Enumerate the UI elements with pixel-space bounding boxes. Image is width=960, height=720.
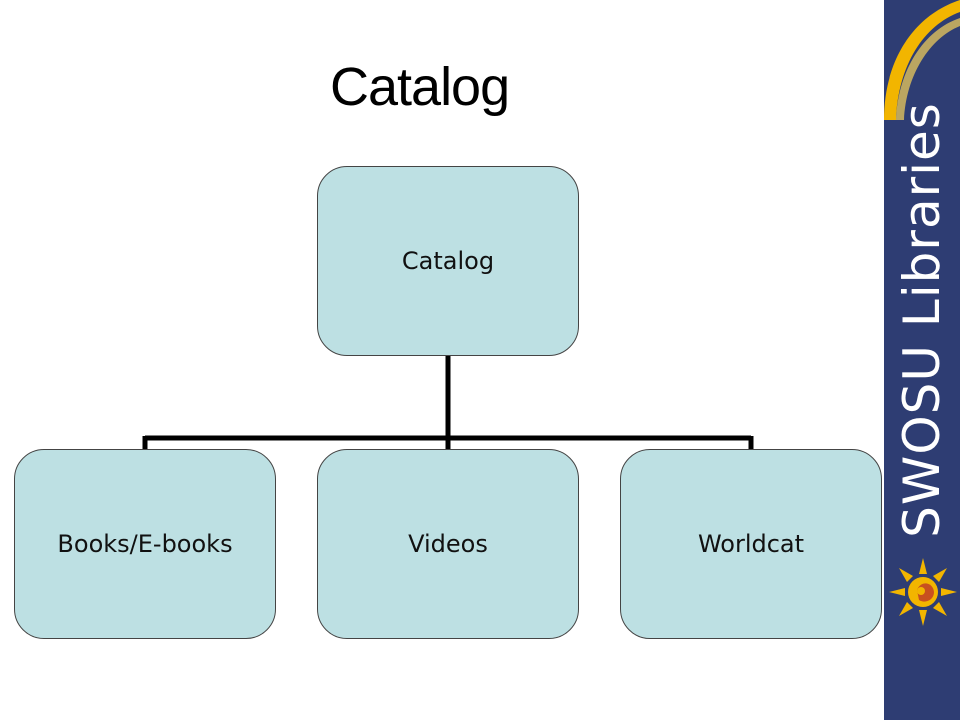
node-label: Books/E-books <box>57 530 233 558</box>
node-catalog: Catalog <box>317 166 579 356</box>
node-videos: Videos <box>317 449 579 639</box>
node-label: Catalog <box>401 247 495 275</box>
node-worldcat: Worldcat <box>620 449 882 639</box>
swoosh-graphic <box>884 0 960 120</box>
node-books-ebooks: Books/E-books <box>14 449 276 639</box>
slide-title: Catalog <box>330 57 510 117</box>
node-label: Videos <box>408 530 488 558</box>
sun-logo-icon <box>889 558 957 626</box>
brand-name: SWOSU Libraries <box>893 102 951 538</box>
node-label: Worldcat <box>697 530 805 558</box>
